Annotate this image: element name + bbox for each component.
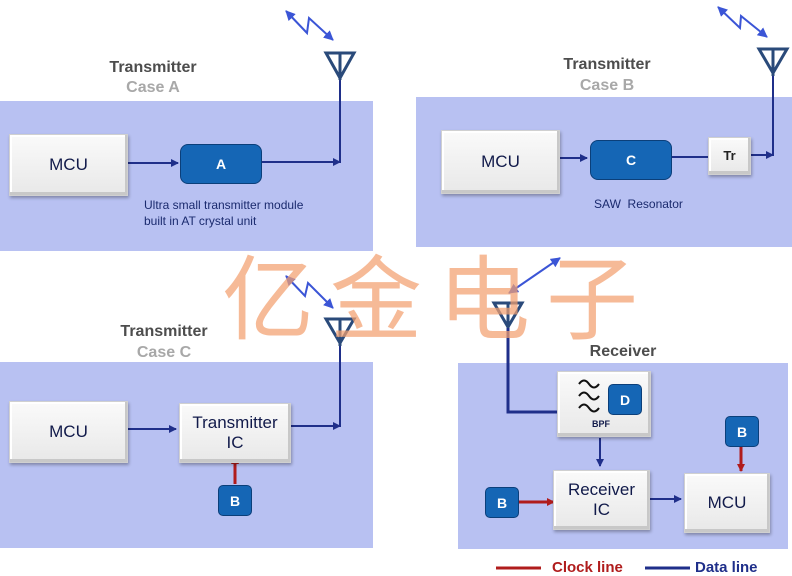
receiver-filter-module-label: D [619, 391, 631, 408]
case-c-transmitter-ic-box: Transmitter IC [179, 403, 291, 463]
receiver-antenna-icon [491, 301, 525, 330]
case-b-tr-label: Tr [723, 148, 736, 163]
legend-data-label: Data line [695, 559, 758, 576]
case-a-mcu-box: MCU [9, 134, 128, 196]
case-a-note-line2: built in AT crystal unit [144, 214, 257, 228]
receiver-ic-line1: Receiver [567, 480, 636, 499]
case-c-ic-line2: IC [226, 433, 244, 452]
case-b-antenna-icon [756, 47, 790, 76]
case-c-title: Transmitter [120, 323, 208, 340]
receiver-antenna-to-bpf-line [506, 328, 572, 414]
receiver-clock-ic-label: B [496, 494, 508, 511]
case-c-mcu-box: MCU [9, 401, 128, 463]
receiver-wave-icon [508, 257, 561, 294]
receiver-clock-ic-box: B [485, 487, 519, 518]
case-c-mcu-label: MCU [49, 422, 88, 441]
receiver-mcu-label: MCU [707, 493, 747, 512]
case-b-title: Transmitter [563, 56, 651, 73]
receiver-bpf-box: D BPF [557, 371, 651, 437]
case-a-module-label: A [215, 156, 227, 172]
case-b-subtitle: Case B [579, 77, 635, 94]
receiver-bpf-label: BPF [592, 419, 610, 429]
case-a-wave-icon [285, 10, 334, 41]
case-a-module-box: A [180, 144, 262, 184]
case-c-wave-icon [285, 275, 334, 309]
case-b-note: SAW Resonator [594, 197, 683, 211]
receiver-title: Receiver [589, 343, 657, 360]
case-a-title: Transmitter [109, 59, 197, 76]
case-a-mcu-label: MCU [49, 155, 88, 174]
case-a-subtitle: Case A [126, 79, 180, 96]
watermark: 亿金电子 [222, 247, 655, 354]
receiver-ic-line2: IC [593, 500, 610, 519]
case-a-antenna-icon [323, 51, 357, 82]
case-b-module-label: C [625, 152, 637, 168]
case-b-tr-to-antenna-line [750, 68, 774, 156]
receiver-clock-mcu-box: B [725, 416, 759, 447]
receiver-filter-module-box: D [608, 384, 642, 415]
legend-clock-label: Clock line [552, 559, 623, 576]
case-a-note-line1: Ultra small transmitter module [144, 198, 304, 212]
case-a-note: Ultra small transmitter module built in … [144, 197, 303, 229]
case-c-clock-box: B [218, 485, 252, 516]
case-b-wave-icon [717, 6, 768, 38]
bpf-filter-icon [578, 379, 600, 413]
case-c-ic-line1: Transmitter [192, 413, 278, 432]
receiver-mcu-box: MCU [684, 473, 770, 533]
case-c-antenna-icon [323, 317, 357, 346]
case-b-tr-box: Tr [708, 137, 751, 175]
case-c-clock-label: B [229, 492, 241, 509]
case-b-mcu-label: MCU [481, 152, 520, 171]
case-c-subtitle: Case C [136, 344, 192, 361]
receiver-ic-box: Receiver IC [553, 470, 650, 530]
case-a-module-to-antenna-line [262, 72, 341, 163]
case-b-mcu-box: MCU [441, 130, 560, 194]
receiver-clock-mcu-label: B [736, 423, 748, 440]
case-b-module-box: C [590, 140, 672, 180]
